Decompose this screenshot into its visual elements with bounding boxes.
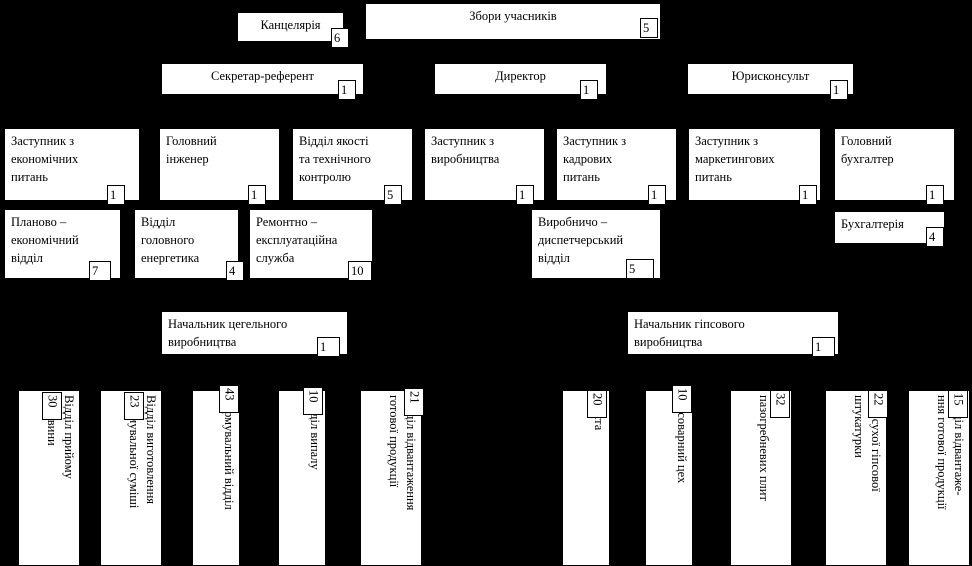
org-node-label: Планово – економічний відділ [11, 215, 79, 265]
org-node-kantselyariya[interactable]: Канцелярія [237, 12, 344, 42]
org-node-count-badge: 22 [868, 390, 888, 418]
org-node-label: Відділ випалу [279, 391, 327, 566]
org-node-count-badge: 23 [124, 392, 144, 420]
org-node-label: Заступник з економічних питань [11, 134, 79, 184]
org-node-viddil-holovnoho-enerhetyka[interactable]: Відділ головного енергетика [134, 209, 239, 279]
org-node-label-text: Відділ виготовлення формувальної суміші [127, 395, 158, 509]
org-node-label-text: Гіпсоварний цех [675, 395, 689, 484]
org-node-nachalnyk-tsehelnoho-vyrobnytstva[interactable]: Начальник цегельного виробництва [161, 311, 348, 355]
org-node-holovnyi-inzhener[interactable]: Головний інженер [159, 128, 280, 201]
org-node-count-badge: 10 [303, 387, 323, 415]
org-node-label: Відділ головного енергетика [141, 215, 200, 265]
org-node-label: Бухгалтерія [841, 217, 904, 231]
org-node-formuvalnyi-viddil[interactable]: Формувальний відділ [192, 390, 240, 566]
org-node-count-badge: 1 [338, 80, 356, 100]
org-node-nachalnyk-hipsovoho-vyrobnytstva[interactable]: Начальник гіпсового виробництва [627, 311, 839, 355]
org-node-label: Канцелярія [260, 18, 321, 32]
org-node-label-text: Цех сухої гіпсової штукатурки [852, 395, 883, 492]
org-node-label: Ремонтно – експлуатаційна служба [256, 215, 338, 265]
org-node-count-badge: 43 [219, 385, 239, 413]
org-node-label: Заступник з виробництва [431, 134, 500, 166]
org-node-label-text: Відділ прийому сировини [45, 395, 76, 479]
org-node-tsekh-sukhoi-hipsovoi-shtukaturky[interactable]: Цех сухої гіпсової штукатурки [825, 390, 887, 566]
org-node-label: Заступник з кадрових питань [563, 134, 627, 184]
org-node-label: Юрисконсульт [731, 69, 810, 83]
org-node-count-badge: 5 [626, 259, 654, 279]
org-node-count-badge: 5 [384, 185, 402, 205]
org-node-label: Формувальний відділ [193, 391, 241, 566]
org-node-count-badge: 1 [516, 185, 534, 205]
org-node-label: Відділ відвантаження готової продукції [361, 391, 423, 566]
org-node-label: Заступник з маркетингових питань [695, 134, 775, 184]
org-node-count-badge: 1 [799, 185, 817, 205]
org-node-label-text: Відділ випалу [308, 395, 322, 470]
org-node-label: Збори учасників [469, 9, 557, 23]
org-node-label: Директор [495, 69, 546, 83]
org-node-label-text: Відділ відвантаже- ння готової продукції [935, 395, 966, 510]
org-node-count-badge: 1 [107, 185, 125, 205]
org-node-viddil-vidvantazhennia-hotovoi-produktsii-15[interactable]: Відділ відвантаже- ння готової продукції [908, 390, 970, 566]
org-node-dyrektor[interactable]: Директор [434, 63, 607, 95]
org-node-count-badge: 1 [648, 185, 666, 205]
org-node-zastupnyk-z-marketynhovykh-pytan[interactable]: Заступник з маркетингових питань [688, 128, 821, 201]
org-node-hipsovarnyi-tsekh[interactable]: Гіпсоварний цех [645, 390, 693, 566]
org-node-count-badge: 21 [404, 388, 424, 416]
org-node-label: Відділ якості та технічного контролю [299, 134, 371, 184]
org-node-count-badge: 1 [248, 185, 266, 205]
org-node-count-badge: 1 [317, 337, 340, 357]
org-node-count-badge: 15 [948, 390, 968, 418]
org-node-yuryskonsult[interactable]: Юрисконсульт [687, 63, 854, 95]
org-node-label-text: Цех пазогребневих плит [757, 395, 788, 501]
org-node-count-badge: 10 [672, 385, 692, 413]
org-node-label: Начальник цегельного виробництва [168, 317, 288, 349]
org-node-tsekh-pazohrebnevykh-plyt[interactable]: Цех пазогребневих плит [730, 390, 792, 566]
org-node-viddil-vidvantazhennia-hotovoi-produktsii[interactable]: Відділ відвантаження готової продукції [360, 390, 422, 566]
org-node-count-badge: 1 [812, 337, 835, 357]
org-node-label: Головний інженер [166, 134, 217, 166]
org-node-count-badge: 4 [926, 227, 944, 247]
org-node-count-badge: 4 [226, 261, 244, 281]
org-node-count-badge: 6 [331, 28, 349, 48]
org-node-label-text: Шахта [590, 395, 607, 566]
org-node-label-text: Відділ відвантаження готової продукції [387, 395, 418, 511]
org-node-count-badge: 7 [89, 261, 111, 281]
org-node-label: Секретар-референт [210, 69, 315, 83]
org-node-count-badge: 10 [348, 261, 372, 281]
org-node-label: Начальник гіпсового виробництва [634, 317, 745, 349]
org-node-viddil-vypalu[interactable]: Відділ випалу [278, 390, 326, 566]
org-node-zbory-uchasnykiv[interactable]: Збори учасників [365, 3, 661, 40]
org-node-sekretar-referent[interactable]: Секретар-референт [161, 63, 364, 95]
org-node-shakhta[interactable]: Шахта [562, 390, 610, 566]
org-node-label-text: Формувальний відділ [222, 395, 236, 510]
org-node-label: Гіпсоварний цех [646, 391, 694, 566]
org-node-count-badge: 1 [830, 80, 848, 100]
org-node-count-badge: 20 [587, 390, 607, 418]
org-node-count-badge: 5 [640, 18, 658, 38]
org-node-count-badge: 1 [926, 185, 944, 205]
org-node-label: Виробничо – диспетчерський відділ [538, 215, 624, 265]
org-node-label: Головний бухгалтер [841, 134, 894, 166]
org-node-count-badge: 1 [580, 80, 598, 100]
org-node-count-badge: 32 [770, 390, 790, 418]
org-node-count-badge: 30 [42, 392, 62, 420]
